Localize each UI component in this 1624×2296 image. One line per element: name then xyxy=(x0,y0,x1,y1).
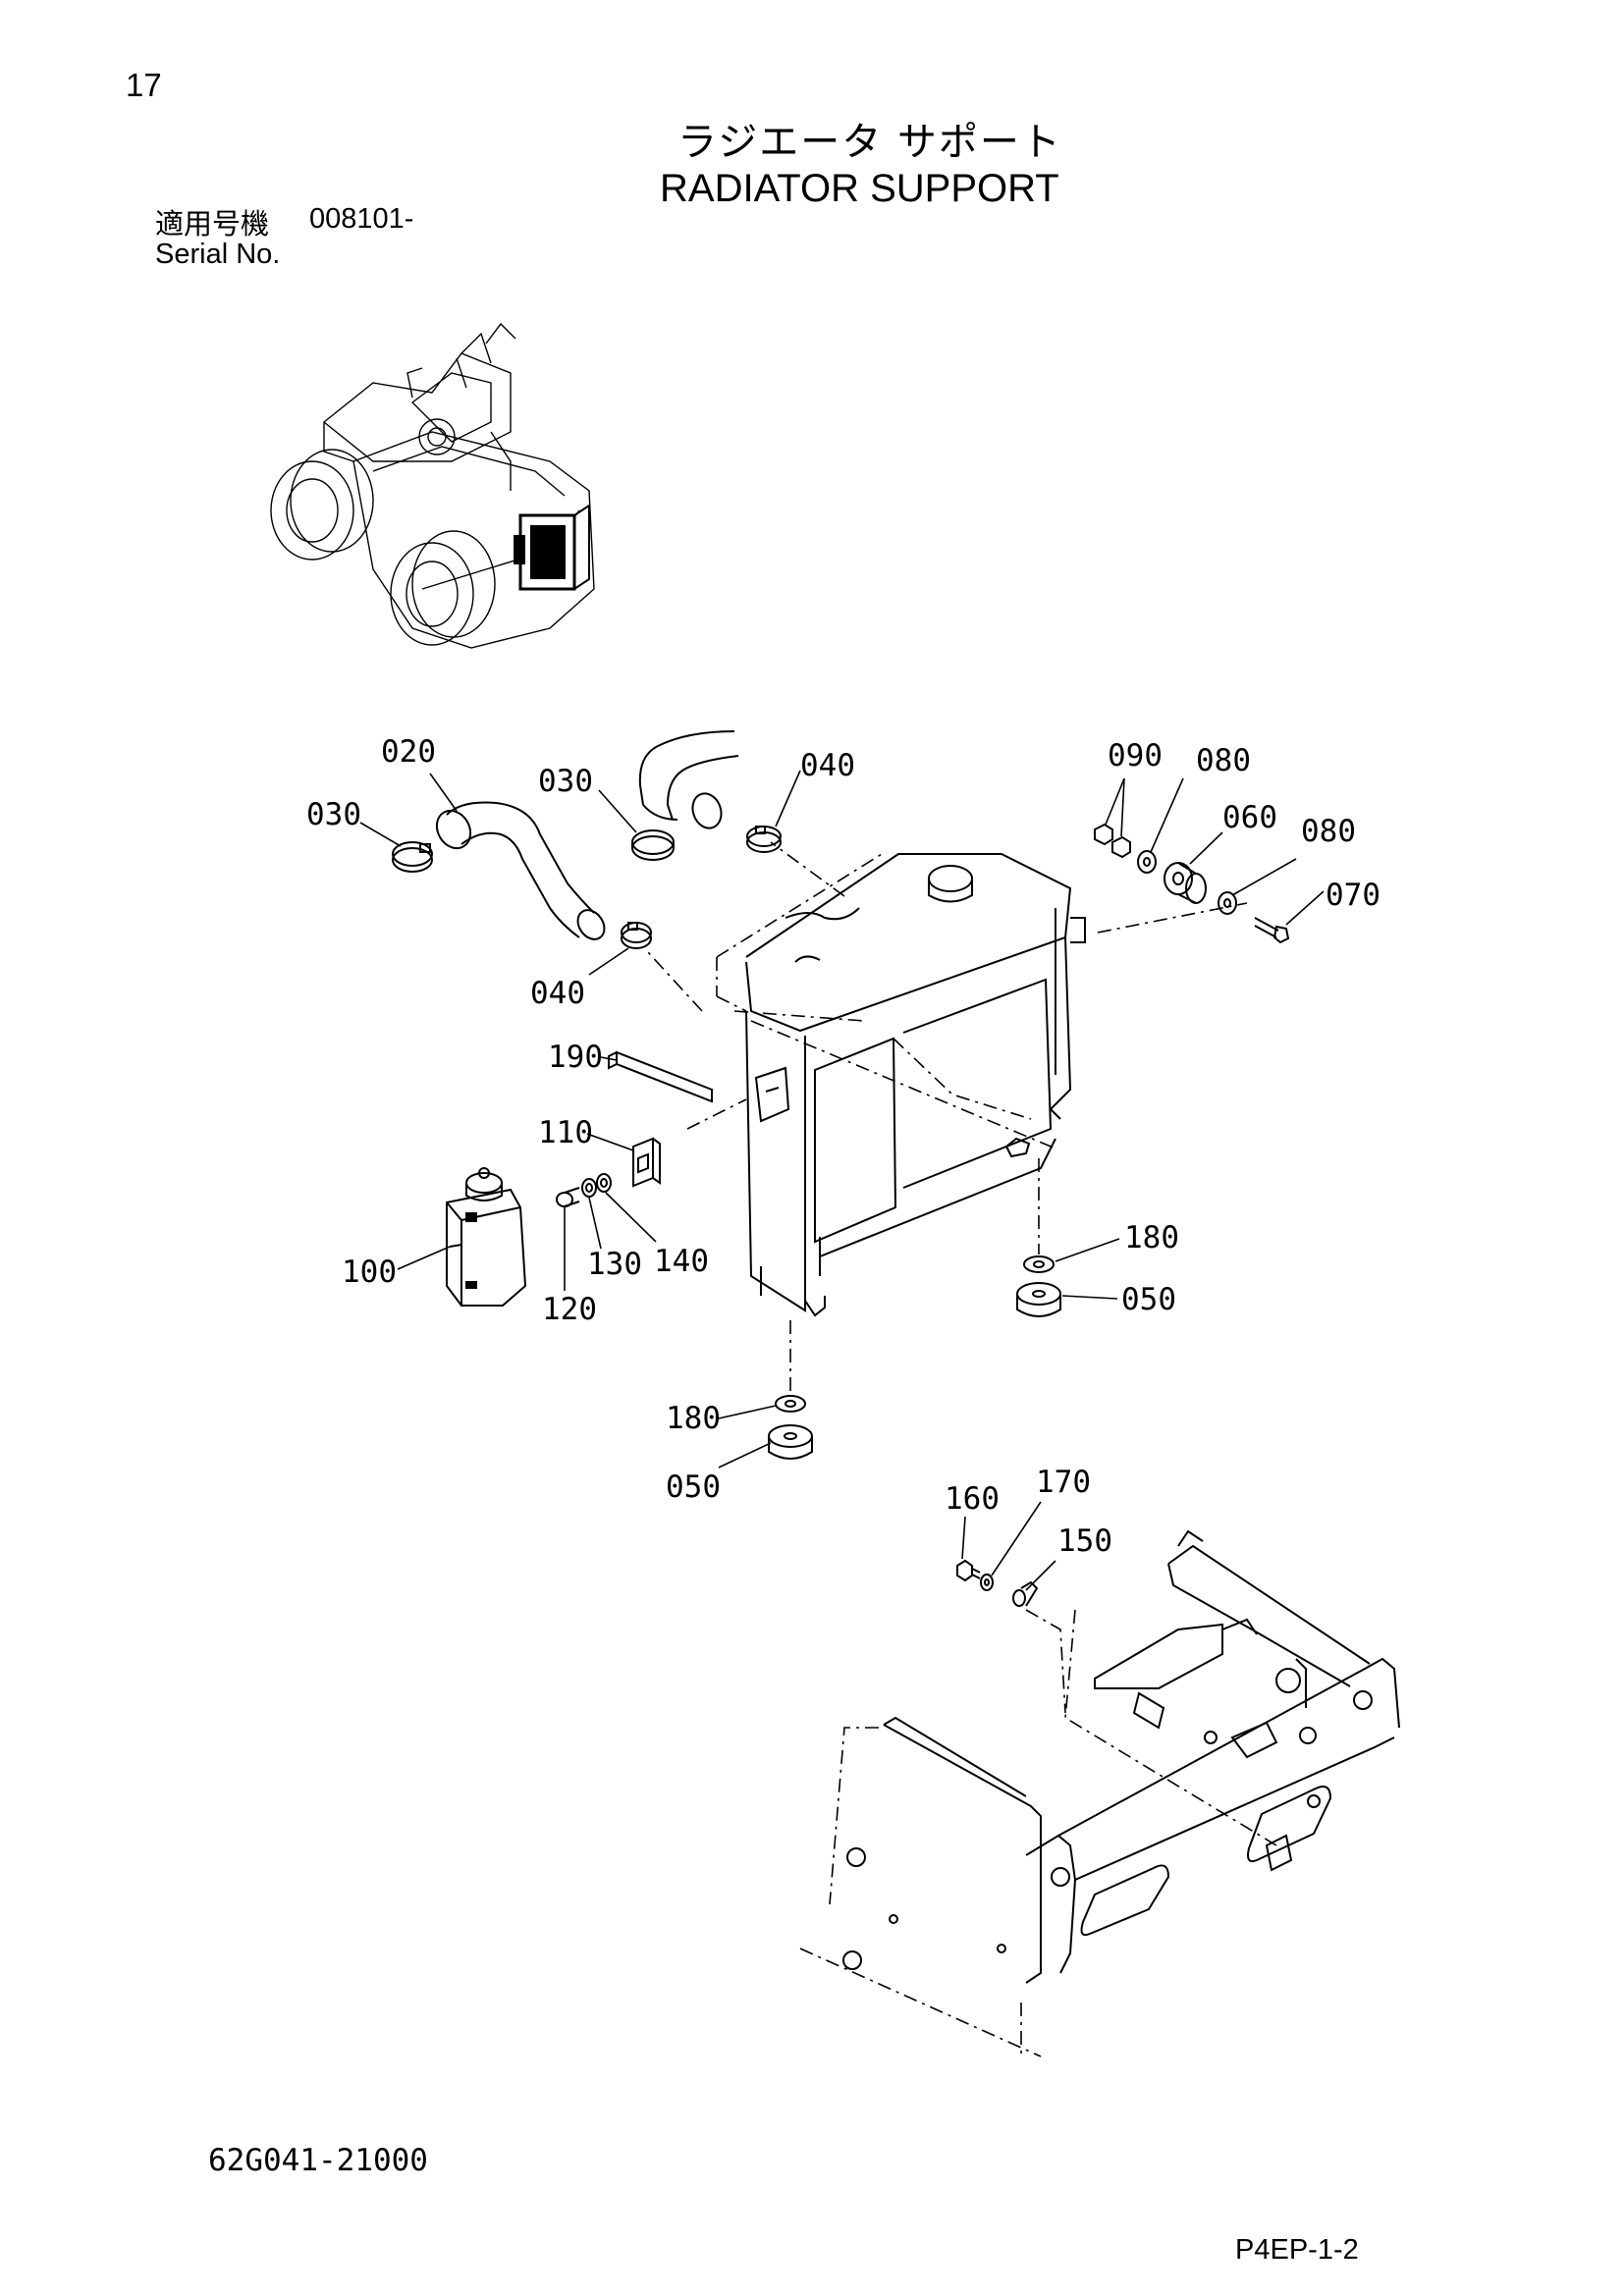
tank-bracket-110 xyxy=(632,1137,661,1188)
bolt-120 xyxy=(556,1187,580,1207)
callout-050-right: 050 xyxy=(1121,1282,1176,1317)
callout-160: 160 xyxy=(945,1481,1000,1517)
washer-140 xyxy=(596,1173,612,1193)
callout-060: 060 xyxy=(1222,800,1277,835)
hose-clamp-030-upper xyxy=(631,829,675,861)
mount-washer-080-upper xyxy=(1137,850,1157,874)
mount-nut-090 xyxy=(1094,823,1131,859)
washer-130 xyxy=(581,1178,597,1198)
callout-080-lower: 080 xyxy=(1301,814,1356,849)
serial-number-value: 008101- xyxy=(309,203,414,235)
hose-clamp-040-lower xyxy=(621,922,652,949)
callout-120: 120 xyxy=(542,1292,597,1327)
callout-070: 070 xyxy=(1326,878,1380,913)
reserve-tank xyxy=(446,1167,527,1307)
callout-080-upper: 080 xyxy=(1196,743,1251,778)
radiator-assembly xyxy=(716,853,1086,1317)
mount-washer-080-lower xyxy=(1218,891,1237,915)
callout-150: 150 xyxy=(1057,1523,1112,1559)
callout-180-right: 180 xyxy=(1124,1220,1179,1255)
mount-washer-180-right xyxy=(1023,1255,1055,1273)
callout-140: 140 xyxy=(654,1244,709,1279)
callout-050-left: 050 xyxy=(666,1469,721,1505)
serial-label: Serial No. xyxy=(155,239,281,270)
callout-030-left: 030 xyxy=(306,797,361,832)
clip-150 xyxy=(1012,1580,1039,1607)
upper-hose xyxy=(435,801,606,940)
washer-170 xyxy=(980,1574,994,1591)
callout-110: 110 xyxy=(538,1115,593,1150)
hose-clamp-040-upper xyxy=(746,826,782,853)
machine-overview-illustration xyxy=(270,322,595,649)
callout-130: 130 xyxy=(587,1247,642,1282)
callout-020: 020 xyxy=(381,734,436,770)
bolt-160 xyxy=(956,1559,981,1582)
serial-label-japanese: 適用号機 xyxy=(155,207,270,240)
rubber-strip-190 xyxy=(608,1050,713,1103)
page-title: RADIATOR SUPPORT xyxy=(660,167,1059,210)
drawing-number: 62G041-21000 xyxy=(208,2143,428,2178)
callout-170: 170 xyxy=(1036,1465,1091,1500)
page-number: 17 xyxy=(126,67,162,103)
page-code: P4EP-1-2 xyxy=(1235,2234,1359,2266)
callout-190: 190 xyxy=(548,1040,603,1075)
mount-washer-180-left xyxy=(775,1395,806,1413)
rubber-mount-050-right xyxy=(1016,1282,1061,1317)
mount-centerline xyxy=(1097,902,1248,934)
callout-090: 090 xyxy=(1108,738,1163,774)
chassis-frame xyxy=(799,1529,1400,2057)
callout-040-lower: 040 xyxy=(530,976,585,1011)
callout-100: 100 xyxy=(342,1255,397,1290)
leader-lines xyxy=(359,770,1325,1714)
rubber-mount-050-left xyxy=(768,1424,813,1460)
hose-clamp-030-left xyxy=(392,841,433,873)
page-title-japanese: ラジエータ サポート xyxy=(677,120,1062,165)
callout-030-upper: 030 xyxy=(538,764,593,799)
mount-bushing-060 xyxy=(1164,862,1207,904)
mount-bolt-070 xyxy=(1254,917,1290,944)
callout-labels: 020 030 030 040 040 090 080 060 080 070 … xyxy=(306,734,1380,1559)
lower-hose xyxy=(638,730,739,829)
callout-180-left: 180 xyxy=(666,1401,721,1436)
callout-040-upper: 040 xyxy=(800,748,855,783)
